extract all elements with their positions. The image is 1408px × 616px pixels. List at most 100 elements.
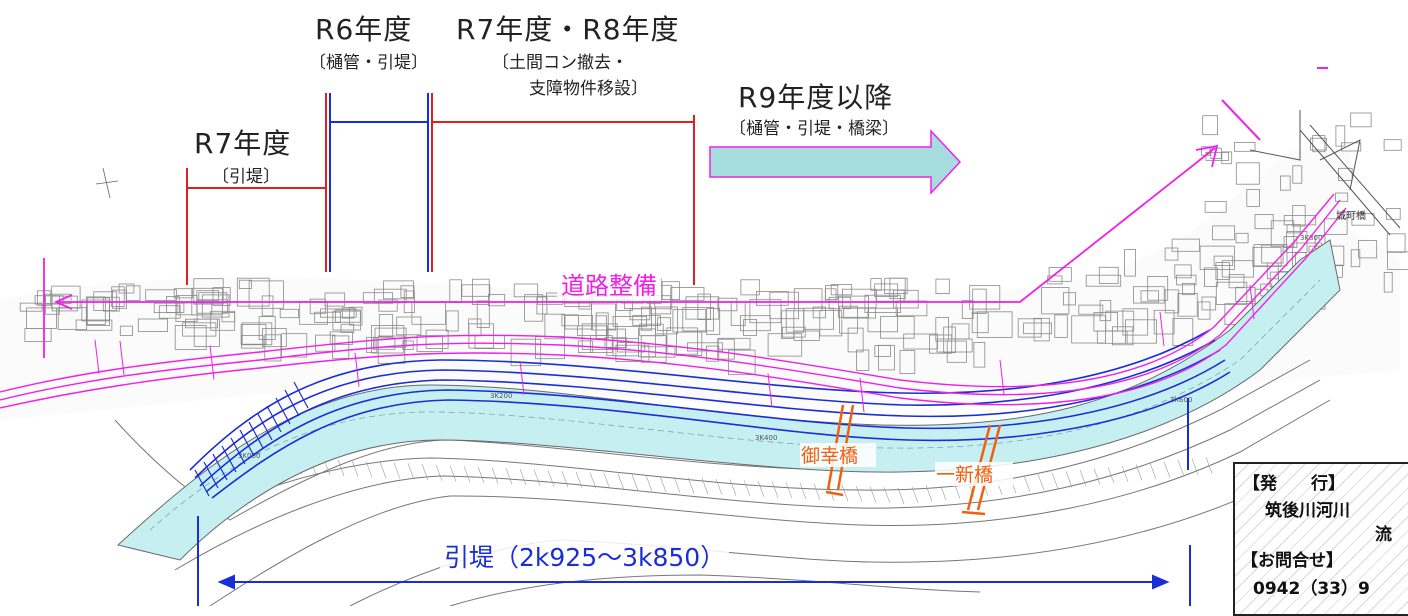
upper-right-tick (1221, 99, 1261, 141)
jokomachi-bridge-label: 城町橋 (1336, 209, 1366, 222)
road-section-line (519, 360, 525, 396)
building-outline (1335, 125, 1346, 147)
bank-hatch-line (1149, 462, 1157, 480)
road-improvement-label: 道路整備 (557, 266, 661, 301)
building-outline (372, 337, 396, 350)
bank-hatch-line (1023, 475, 1031, 492)
building-outline (1177, 292, 1198, 317)
levee-section-line (248, 421, 264, 449)
building-outline (1140, 290, 1160, 303)
bank-hatch-line (1037, 474, 1045, 491)
building-outline (472, 278, 490, 305)
building-outline (1204, 267, 1218, 287)
bank-hatch-line (673, 476, 681, 493)
road-section-line (999, 359, 1005, 395)
lower-bank-hatch (239, 454, 1213, 505)
building-outline (1254, 213, 1274, 230)
building-outline (341, 307, 355, 319)
building-outline (781, 310, 795, 339)
jokomachi-bridge-area (1249, 110, 1401, 236)
building-outline (1213, 255, 1234, 267)
bank-hatch-line (561, 470, 569, 488)
building-outline (819, 310, 843, 337)
building-outline (666, 327, 698, 355)
building-outline (1174, 264, 1192, 279)
building-outline (973, 341, 986, 368)
building-outline (57, 307, 88, 331)
building-outline (193, 278, 224, 305)
building-outline (874, 345, 891, 357)
building-outline (655, 306, 679, 335)
building-outline (1063, 292, 1077, 306)
building-outline (378, 299, 398, 312)
bank-hatch-line (785, 482, 793, 499)
building-outline (158, 305, 181, 319)
building-outline (706, 307, 721, 335)
building-outline (828, 296, 852, 310)
building-outline (476, 300, 490, 328)
building-outline (174, 325, 207, 350)
road-section-line (209, 345, 215, 380)
building-outline (153, 302, 185, 313)
r9-title: R9年度以降 (738, 81, 894, 114)
building-outline (803, 307, 835, 330)
building-outline (577, 325, 608, 336)
building-outline (279, 308, 299, 319)
building-outline (198, 292, 228, 304)
building-outline (1204, 201, 1227, 213)
building-outline (893, 289, 919, 309)
building-outline (1235, 286, 1256, 302)
building-outline (349, 306, 363, 326)
building-outline (309, 298, 326, 315)
building-outline (1125, 319, 1157, 344)
bank-hatch-line (407, 463, 415, 480)
building-outline (864, 294, 901, 314)
road-section-line (767, 373, 773, 408)
road-improvement-arrow (43, 144, 1219, 358)
building-outline (400, 285, 415, 298)
r6-subtitle: 〔樋管・引堤〕 (309, 53, 428, 73)
building-outline (340, 323, 355, 333)
building-outline (461, 284, 491, 297)
r7r8-subtitle-line1: 〔土間コン撤去・ (492, 53, 628, 73)
bank-hatch-line (687, 477, 695, 494)
building-outline (1387, 251, 1408, 270)
building-outline (793, 330, 820, 341)
building-outline (687, 342, 723, 352)
building-outline (1197, 301, 1211, 320)
levee-range-label: 引堤（2k925～3k850） (440, 538, 730, 574)
bank-hatch-line (841, 484, 849, 502)
road-section-line (354, 352, 360, 387)
bank-hatch-line (925, 485, 933, 502)
bank-hatch-line (617, 473, 625, 491)
road-section-line (1159, 311, 1165, 347)
bank-hatch-line (939, 483, 947, 501)
road-section-line (119, 340, 125, 376)
miyuki-label-backing (800, 443, 876, 467)
building-outline (581, 323, 618, 350)
building-outline (119, 325, 133, 336)
building-outline (536, 296, 548, 315)
bank-hatch-line (1121, 465, 1129, 482)
building-outline (487, 294, 506, 307)
building-outline (749, 299, 782, 324)
building-outline (1385, 207, 1401, 220)
building-outline (201, 294, 230, 318)
building-outline (241, 322, 273, 346)
building-outline (1234, 141, 1256, 152)
miyuki-bridge-label: 御幸橋 (801, 445, 858, 467)
building-outline (1212, 225, 1235, 241)
bank-hatch-line (813, 483, 821, 500)
building-outline (1124, 248, 1136, 277)
building-outline (1383, 139, 1402, 151)
building-outline (1054, 314, 1068, 338)
building-outline (1112, 326, 1134, 346)
levee-section-line (239, 429, 255, 457)
building-outline (867, 307, 898, 333)
bank-hatch-line (477, 466, 485, 484)
building-outline (1253, 244, 1288, 267)
building-outline (1171, 238, 1200, 252)
road-section-line (94, 339, 100, 374)
building-outline (221, 312, 236, 323)
